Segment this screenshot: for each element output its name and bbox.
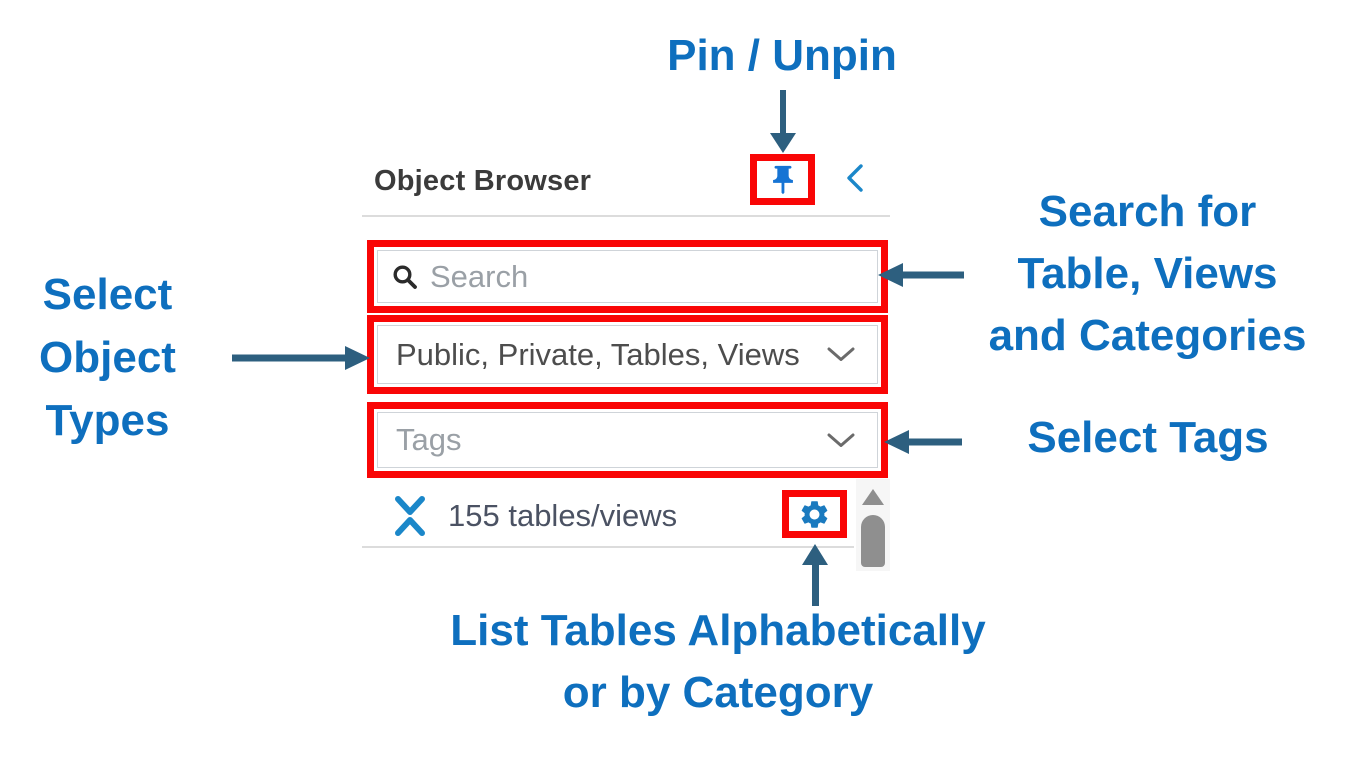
collapse-panel-button[interactable] — [845, 164, 865, 192]
collapse-rows-icon — [395, 496, 425, 536]
annotation-gear: List Tables Alphabetically or by Categor… — [450, 606, 986, 717]
chevron-down-icon — [827, 347, 855, 361]
search-input[interactable] — [428, 257, 877, 296]
scrollbar[interactable] — [856, 479, 890, 571]
arrow-left-to-tags-icon — [884, 430, 962, 454]
list-settings-button[interactable] — [798, 498, 831, 531]
scrollbar-thumb[interactable] — [861, 515, 885, 567]
arrow-left-to-search-icon — [878, 263, 964, 287]
object-types-highlight-box: Public, Private, Tables, Views — [367, 315, 888, 394]
header-divider — [362, 215, 890, 217]
tags-placeholder: Tags — [396, 422, 462, 457]
annotation-pin-unpin: Pin / Unpin — [667, 31, 897, 80]
chevron-left-icon — [847, 164, 863, 192]
arrow-up-to-gear-icon — [802, 544, 828, 606]
arrow-right-to-object-types-icon — [232, 346, 370, 370]
pushpin-icon — [772, 165, 793, 194]
annotation-object-types: Select Object Types — [39, 270, 176, 445]
arrow-down-to-pin-icon — [770, 90, 796, 153]
tables-views-count: 155 tables/views — [448, 498, 678, 533]
collapse-rows-button[interactable] — [393, 494, 427, 538]
search-field[interactable] — [377, 250, 878, 303]
gear-icon — [801, 500, 828, 528]
page-title: Object Browser — [374, 165, 592, 197]
footer-divider — [362, 546, 854, 548]
chevron-down-icon — [827, 433, 855, 447]
object-types-value: Public, Private, Tables, Views — [396, 336, 800, 372]
gear-highlight-box — [782, 490, 847, 538]
pin-highlight-box — [750, 154, 815, 205]
pin-button[interactable] — [766, 163, 800, 197]
tags-dropdown[interactable]: Tags — [377, 412, 878, 468]
tags-highlight-box: Tags — [367, 402, 888, 478]
annotation-search: Search for Table, Views and Categories — [988, 187, 1307, 360]
triangle-up-icon[interactable] — [862, 489, 884, 505]
search-highlight-box — [367, 240, 888, 313]
annotation-tags: Select Tags — [1027, 413, 1269, 462]
object-types-dropdown[interactable]: Public, Private, Tables, Views — [377, 325, 878, 384]
search-icon — [393, 264, 417, 289]
